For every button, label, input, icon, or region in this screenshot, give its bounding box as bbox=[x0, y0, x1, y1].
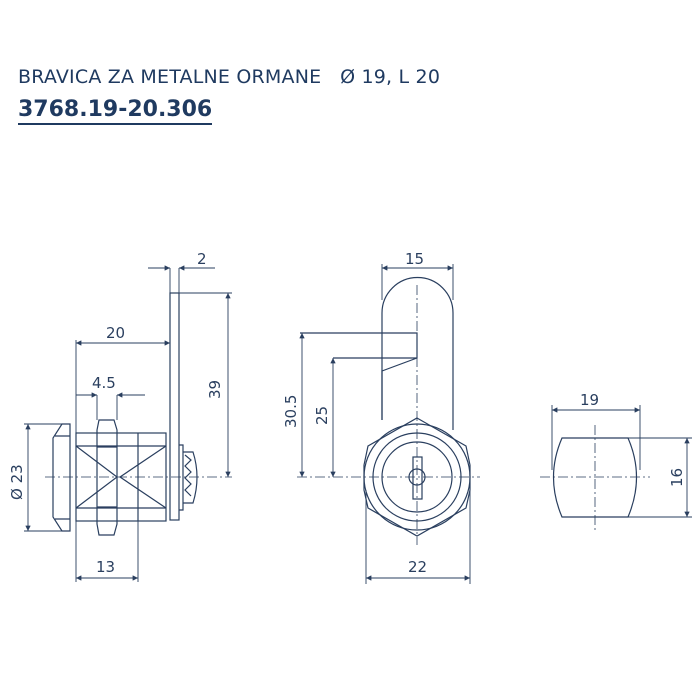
dim-height: 39 bbox=[206, 380, 224, 399]
cross-section-view: 19 16 bbox=[540, 391, 692, 530]
dim-diameter: Ø 23 bbox=[8, 464, 26, 500]
dim-thread: 13 bbox=[96, 558, 115, 576]
title-name: BRAVICA ZA METALNE ORMANE bbox=[18, 66, 322, 88]
dim-section-width: 19 bbox=[580, 391, 599, 409]
title-spec: Ø 19, L 20 bbox=[340, 66, 441, 88]
front-view: 15 30.5 25 22 bbox=[282, 250, 480, 584]
dim-cam-offset-inner: 25 bbox=[313, 406, 331, 425]
dim-cam-offset-outer: 30.5 bbox=[282, 395, 300, 428]
dim-length: 20 bbox=[106, 324, 125, 342]
product-code: 3768.19-20.306 bbox=[18, 97, 213, 125]
dim-cam-width: 15 bbox=[405, 250, 424, 268]
side-view: 2 39 20 4.5 Ø 23 13 bbox=[8, 250, 232, 582]
dim-plate-thickness: 2 bbox=[197, 250, 207, 268]
dim-section-height: 16 bbox=[668, 468, 686, 487]
drawing-title: BRAVICA ZA METALNE ORMANE Ø 19, L 20 bbox=[18, 66, 440, 88]
dim-nut: 4.5 bbox=[92, 374, 116, 392]
dim-hex-width: 22 bbox=[408, 558, 427, 576]
